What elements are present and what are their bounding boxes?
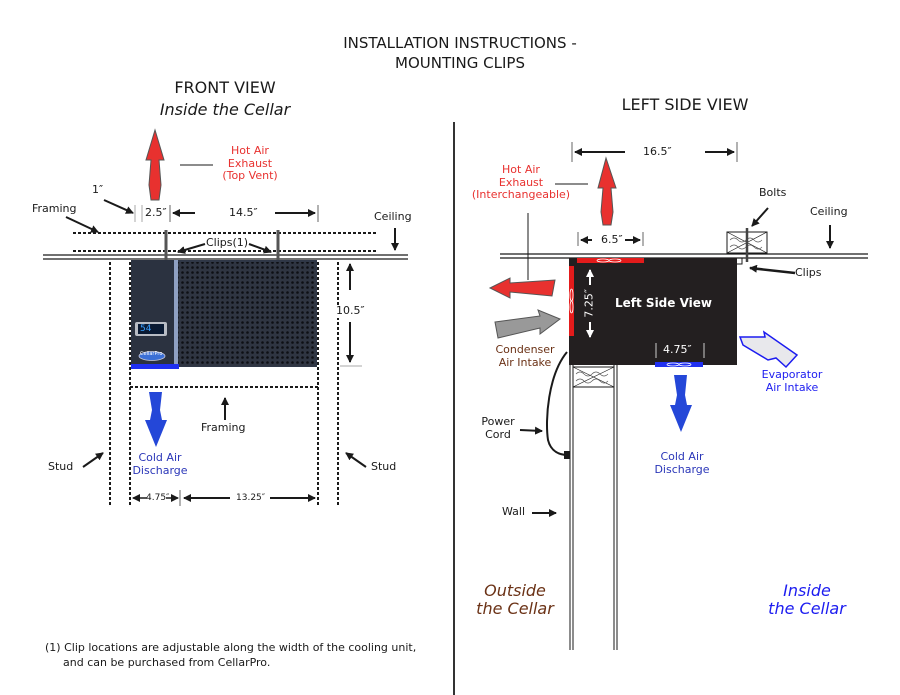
cold-air-vent-front bbox=[131, 364, 179, 369]
side-view-heading: LEFT SIDE VIEW bbox=[621, 95, 749, 114]
stud-label-right: Stud bbox=[371, 460, 397, 473]
evaporator-label: Evaporator Air Intake bbox=[761, 368, 823, 394]
evaporator-intake-arrow bbox=[738, 330, 799, 369]
hot-air-label-front: Hot Air Exhaust (Top Vent) bbox=[222, 144, 278, 183]
dim-depth: 16.5″ bbox=[643, 145, 672, 158]
ceiling-label-side: Ceiling bbox=[810, 205, 848, 218]
inside-cellar-label: Inside the Cellar bbox=[768, 581, 846, 619]
footnote-line2: and can be purchased from CellarPro. bbox=[63, 656, 271, 669]
top-vent-side bbox=[577, 258, 644, 263]
brand-badge bbox=[138, 351, 166, 361]
bolts-label: Bolts bbox=[759, 186, 787, 199]
front-view-heading: FRONT VIEW bbox=[174, 78, 276, 97]
dim-bottom-vent: 4.75″ bbox=[663, 343, 692, 356]
dim-clip-spacing-a: 2.5″ bbox=[145, 206, 167, 219]
dim-height: 10.5″ bbox=[336, 304, 365, 318]
dim-bottom-a: 4.75″ bbox=[146, 493, 170, 503]
hot-air-arrow-front bbox=[145, 128, 165, 201]
page-title-line2: MOUNTING CLIPS bbox=[395, 54, 525, 72]
outside-cellar-label: Outside the Cellar bbox=[476, 581, 554, 619]
brand-logo-text: CellarPro bbox=[140, 351, 163, 357]
page-title-line1: INSTALLATION INSTRUCTIONS - bbox=[343, 34, 577, 52]
dim-clip-spacing-b: 14.5″ bbox=[229, 206, 258, 219]
dim-bottom-b: 13.25″ bbox=[236, 493, 266, 503]
cold-air-arrow-side bbox=[670, 375, 692, 432]
footnote-line1: (1) Clip locations are adjustable along … bbox=[45, 641, 417, 654]
condenser-label: Condenser Air Intake bbox=[495, 343, 555, 369]
framing-label-bottom: Framing bbox=[201, 421, 246, 434]
mounting-clip bbox=[737, 257, 743, 265]
unit-side-label: Left Side View bbox=[615, 296, 712, 310]
cold-air-arrow-front bbox=[145, 392, 167, 447]
front-view-subheading: Inside the Cellar bbox=[159, 100, 291, 119]
cold-air-label-front: Cold Air Discharge bbox=[132, 451, 188, 477]
wall-label: Wall bbox=[502, 505, 526, 518]
thermostat-readout: 54 bbox=[140, 324, 152, 334]
ceiling-label-front: Ceiling bbox=[374, 210, 412, 223]
hot-air-exhaust-arrow-side bbox=[488, 277, 556, 299]
power-plug bbox=[564, 451, 570, 459]
clips-label-front: Clips(1) bbox=[206, 236, 249, 249]
dim-side-vent: 7.25″ bbox=[582, 289, 596, 318]
dim-top-vent: 6.5″ bbox=[601, 233, 623, 246]
cold-air-label-side: Cold Air Discharge bbox=[654, 450, 710, 476]
power-cord bbox=[546, 351, 569, 456]
power-cord-label: Power Cord bbox=[481, 415, 515, 441]
framing-label-top: Framing bbox=[32, 202, 77, 215]
hot-air-label-side: Hot Air Exhaust (Interchangeable) bbox=[471, 163, 571, 202]
wall bbox=[569, 365, 618, 650]
clips-label-side: Clips bbox=[795, 266, 822, 279]
stud-label-left: Stud bbox=[48, 460, 74, 473]
hot-air-arrow-side bbox=[597, 156, 617, 226]
condenser-intake-arrow bbox=[494, 309, 562, 339]
dim-clip-offset: 1″ bbox=[92, 183, 104, 196]
cooling-unit-side bbox=[569, 258, 737, 365]
cooling-unit-front bbox=[131, 260, 317, 369]
